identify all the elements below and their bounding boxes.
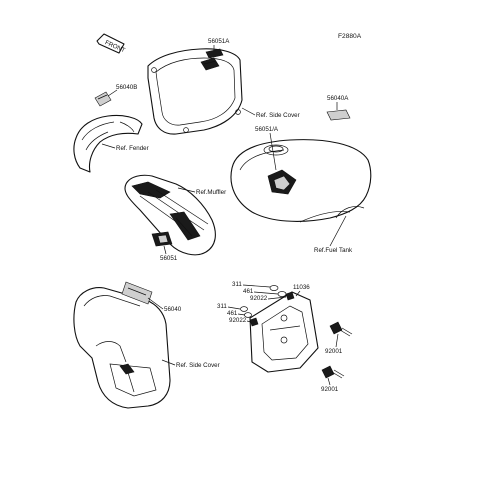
callout-56040: 56040 <box>164 306 182 313</box>
callout-311-a: 311 <box>232 281 242 288</box>
callout-ref-side-cover-top: Ref. Side Cover <box>256 112 300 119</box>
callout-311-b: 311 <box>217 303 227 310</box>
callout-ref-side-cover-bottom: Ref. Side Cover <box>176 362 220 369</box>
label-56040B <box>94 91 112 107</box>
callout-92001-a: 92001 <box>325 348 343 355</box>
callout-56051-1A: 56051/A <box>255 126 279 133</box>
muffler-cover <box>124 174 216 256</box>
bracket-11036 <box>249 291 319 373</box>
callout-56051A: 56051A <box>208 38 230 45</box>
callout-56051: 56051 <box>160 255 178 262</box>
callout-56040A: 56040A <box>327 95 349 102</box>
emblem-56051 <box>151 231 173 247</box>
fuel-tank <box>230 139 372 223</box>
callout-ref-muffler: Ref.Muffler <box>196 189 226 196</box>
callout-ref-fender: Ref. Fender <box>116 145 149 152</box>
callout-92022-b: 92022 <box>229 317 247 324</box>
label-56040A <box>326 109 351 121</box>
bolt-lower <box>321 365 345 379</box>
lower-side-cover <box>73 287 171 409</box>
callout-ref-fuel-tank: Ref.Fuel Tank <box>314 247 353 254</box>
callout-461-a: 461 <box>243 288 254 295</box>
emblem-56051A <box>205 48 224 59</box>
front-arrow-icon: FRONT <box>96 33 126 54</box>
callout-92022-a: 92022 <box>250 295 268 302</box>
diagram-code: F2880A <box>338 33 362 40</box>
hardware-left <box>240 306 259 327</box>
bolt-upper <box>329 321 353 337</box>
fender <box>73 114 143 173</box>
label-56040 <box>121 281 153 305</box>
upper-side-cover <box>147 48 243 135</box>
callout-461-b: 461 <box>227 310 238 317</box>
callout-11036: 11036 <box>293 284 310 291</box>
hardware-upper <box>269 285 295 301</box>
callout-92001-b: 92001 <box>321 386 339 393</box>
callout-56040B: 56040B <box>116 84 137 91</box>
